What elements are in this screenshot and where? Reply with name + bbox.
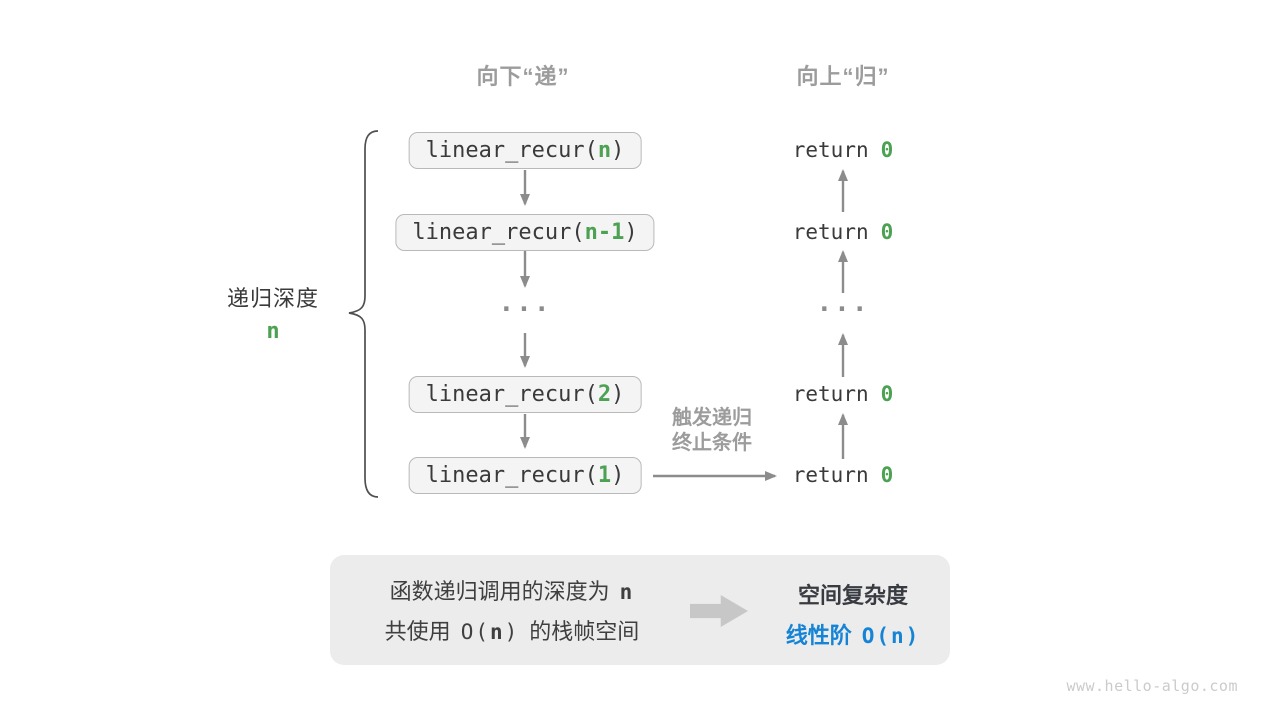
call-box-2: linear_recur(2) [408, 376, 642, 413]
return-keyword: return [792, 463, 869, 487]
summary-depth-line: 函数递归调用的深度为 n [390, 579, 635, 605]
conclusion-title: 空间复杂度 [797, 583, 909, 608]
conclusion-label: 线性阶 [785, 623, 852, 648]
call-box-n-pre: linear_recur( [425, 138, 598, 163]
return-keyword: return [792, 220, 869, 244]
call-box-1-pre: linear_recur( [425, 463, 598, 488]
call-box-1-arg: 1 [597, 463, 612, 488]
conclusion-value: 线性阶 O(n) [786, 618, 921, 650]
call-box-n-1-post: ) [624, 220, 638, 245]
return-value: 0 [880, 138, 894, 162]
summary-depth-highlight: n [619, 580, 635, 604]
return-keyword: return [792, 138, 869, 162]
call-box-2-post: ) [611, 382, 625, 407]
return-row-3: return 0 [793, 381, 894, 407]
return-row-2: return 0 [793, 219, 894, 245]
call-box-n-arg: n [597, 138, 612, 163]
call-column-ellipsis: ... [498, 288, 552, 318]
call-box-1-post: ) [611, 463, 625, 488]
column-header-ascend: 向上“归” [796, 64, 890, 89]
call-box-n-post: ) [611, 138, 625, 163]
column-header-descend: 向下“递” [476, 64, 570, 89]
summary-bigo-variable: n [489, 620, 505, 644]
return-column-ellipsis: ... [816, 288, 870, 318]
call-box-n-1-arg: n-1 [584, 220, 625, 245]
return-value: 0 [880, 463, 894, 487]
return-value: 0 [880, 220, 894, 244]
call-box-2-pre: linear_recur( [425, 382, 598, 407]
base-case-note-line1: 触发递归 [672, 407, 752, 429]
summary-space-suffix: 的栈帧空间 [529, 619, 640, 644]
summary-panel [330, 555, 950, 665]
curly-brace-icon [348, 130, 379, 498]
call-box-n-1-pre: linear_recur( [412, 220, 585, 245]
return-value: 0 [880, 382, 894, 406]
watermark: www.hello-algo.com [1066, 677, 1238, 695]
depth-value: n [266, 319, 280, 344]
return-row-1: return 0 [793, 137, 894, 163]
base-case-note: 触发递归 终止条件 [672, 406, 752, 456]
base-case-note-line2: 终止条件 [672, 432, 752, 454]
call-box-n-1: linear_recur(n-1) [395, 214, 655, 251]
call-box-n: linear_recur(n) [408, 132, 642, 169]
conclusion-bigo: O(n) [861, 624, 921, 648]
call-box-2-arg: 2 [597, 382, 612, 407]
summary-space-line: 共使用 O(n) 的栈帧空间 [385, 619, 640, 645]
summary-bigo-close: ) [504, 620, 520, 644]
return-keyword: return [792, 382, 869, 406]
summary-space-prefix: 共使用 [384, 619, 451, 644]
return-row-4: return 0 [793, 462, 894, 488]
summary-bigo-open: O( [460, 620, 490, 644]
summary-depth-text: 函数递归调用的深度为 [389, 579, 610, 604]
call-box-1: linear_recur(1) [408, 457, 642, 494]
depth-label: 递归深度 [226, 286, 320, 311]
